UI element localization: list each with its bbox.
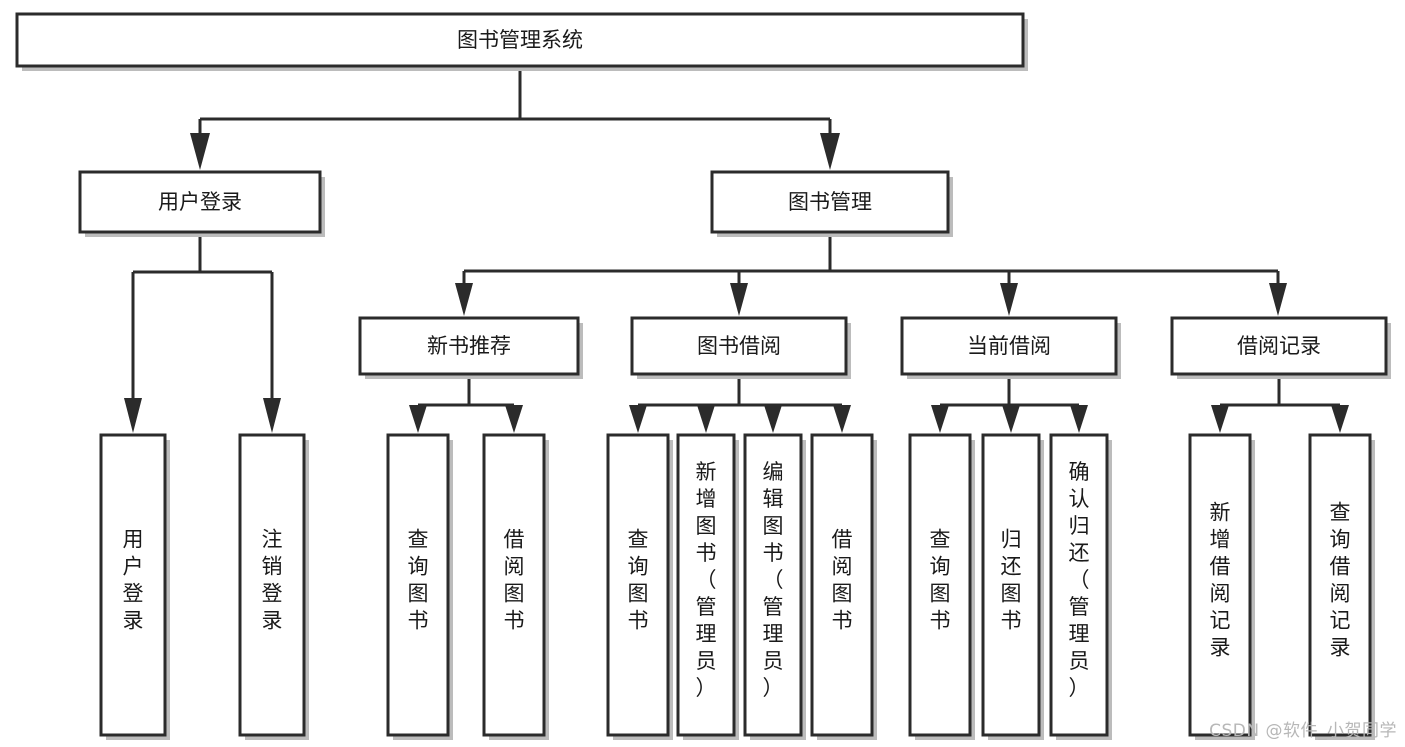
node-leaf-borrow-book-label: 借阅图书 [832,528,853,633]
node-leaf-query-book-current[interactable]: 查询图书 [908,433,975,740]
node-leaf-query-book-borrow[interactable]: 查询图书 [606,433,673,740]
node-leaf-return-book-box[interactable] [981,433,1041,737]
node-leaf-logout-login-label: 注销登录 [262,528,283,633]
node-book-manage-label: 图书管理 [788,190,872,214]
node-new-book-recommend[interactable]: 新书推荐 [358,316,583,379]
node-root-label: 图书管理系统 [457,28,583,52]
node-leaf-borrow-book-box[interactable] [810,433,874,737]
node-book-borrow[interactable]: 图书借阅 [630,316,851,379]
node-leaf-query-book-current-label: 查询图书 [930,528,951,633]
node-borrow-record-label: 借阅记录 [1237,334,1321,358]
node-current-borrow-box[interactable] [900,316,1118,376]
node-leaf-logout-login-box[interactable] [238,433,306,737]
node-leaf-query-borrow-record-box[interactable] [1308,433,1372,737]
node-current-borrow-label: 当前借阅 [967,334,1051,358]
node-leaf-query-book-current-box[interactable] [908,433,972,737]
arrow-head-book-borrow [730,283,748,316]
arrow-head-leaf-borrow-book-rec [505,405,523,433]
node-leaf-user-login-box[interactable] [99,433,167,737]
node-leaf-add-borrow-record-box[interactable] [1188,433,1252,737]
node-user-login-label: 用户登录 [158,190,242,214]
node-borrow-record[interactable]: 借阅记录 [1170,316,1391,379]
node-leaf-query-book-rec-label: 查询图书 [408,528,429,633]
node-leaf-logout-login[interactable]: 注销登录 [238,433,309,740]
arrow-head-leaf-logout-login [263,398,281,433]
arrow-head-leaf-return-book [1002,405,1020,433]
node-leaf-confirm-return-admin-box[interactable] [1049,433,1109,737]
arrow-head-leaf-borrow-book [833,405,851,433]
arrow-head-current-borrow [1000,283,1018,316]
node-leaf-borrow-book-rec-label: 借阅图书 [504,528,525,633]
node-book-borrow-label: 图书借阅 [697,334,781,358]
node-leaf-return-book[interactable]: 归还图书 [981,433,1044,740]
arrow-head-book-manage [820,133,840,170]
node-leaf-query-book-rec[interactable]: 查询图书 [386,433,453,740]
arrow-head-leaf-add-book-admin [697,405,715,433]
node-current-borrow[interactable]: 当前借阅 [900,316,1121,379]
arrow-head-leaf-user-login [124,398,142,433]
node-leaf-query-book-borrow-box[interactable] [606,433,670,737]
node-user-login-box[interactable] [78,170,322,234]
node-leaf-borrow-book-rec-box[interactable] [482,433,546,737]
node-leaf-query-book-borrow-label: 查询图书 [628,528,649,633]
arrow-head-borrow-record [1269,283,1287,316]
node-leaf-borrow-book[interactable]: 借阅图书 [810,433,877,740]
arrow-head-leaf-query-book-current [931,405,949,433]
node-leaf-add-book-admin-label: 新增图书（管理员） [696,460,717,700]
node-leaf-return-book-label: 归还图书 [1001,528,1022,633]
node-new-book-recommend-label: 新书推荐 [427,334,511,358]
node-leaf-user-login[interactable]: 用户登录 [99,433,170,740]
node-book-manage-box[interactable] [710,170,950,234]
node-root-box[interactable] [15,12,1025,68]
node-leaf-add-borrow-record[interactable]: 新增借阅记录 [1188,433,1255,740]
node-leaf-edit-book-admin[interactable]: 编辑图书（管理员） [743,433,806,740]
node-new-book-recommend-box[interactable] [358,316,580,376]
node-leaf-edit-book-admin-label: 编辑图书（管理员） [763,460,784,700]
node-leaf-user-login-label: 用户登录 [123,528,144,633]
arrow-head-new-book-recommend [455,283,473,316]
node-leaf-confirm-return-admin-label: 确认归还（管理员） [1069,460,1090,700]
node-leaf-query-borrow-record-label: 查询借阅记录 [1330,501,1351,660]
arrow-head-leaf-edit-book-admin [764,405,782,433]
node-book-borrow-box[interactable] [630,316,848,376]
arrow-head-leaf-query-borrow-record [1331,405,1349,433]
node-leaf-add-book-admin-box[interactable] [676,433,736,737]
node-root[interactable]: 图书管理系统 [15,12,1028,71]
connectors-layer [124,66,1349,433]
node-leaf-confirm-return-admin[interactable]: 确认归还（管理员） [1049,433,1112,740]
arrow-head-leaf-add-borrow-record [1211,405,1229,433]
node-leaf-add-book-admin[interactable]: 新增图书（管理员） [676,433,739,740]
leaf-nodes-layer: 用户登录 注销登录 查询图书 借阅图书 查询图书 新增图书（管理员） 编辑图书（管理员） 借阅… [99,433,1375,740]
node-leaf-query-book-rec-box[interactable] [386,433,450,737]
node-leaf-borrow-book-rec[interactable]: 借阅图书 [482,433,549,740]
arrow-head-leaf-query-book-borrow [629,405,647,433]
node-leaf-add-borrow-record-label: 新增借阅记录 [1210,501,1231,660]
arrow-head-user-login [190,133,210,170]
arrow-head-leaf-confirm-return [1070,405,1088,433]
node-borrow-record-box[interactable] [1170,316,1388,376]
node-leaf-query-borrow-record[interactable]: 查询借阅记录 [1308,433,1375,740]
node-user-login[interactable]: 用户登录 [78,170,325,237]
arrow-head-leaf-query-book-rec [409,405,427,433]
node-leaf-edit-book-admin-box[interactable] [743,433,803,737]
node-book-manage[interactable]: 图书管理 [710,170,953,237]
